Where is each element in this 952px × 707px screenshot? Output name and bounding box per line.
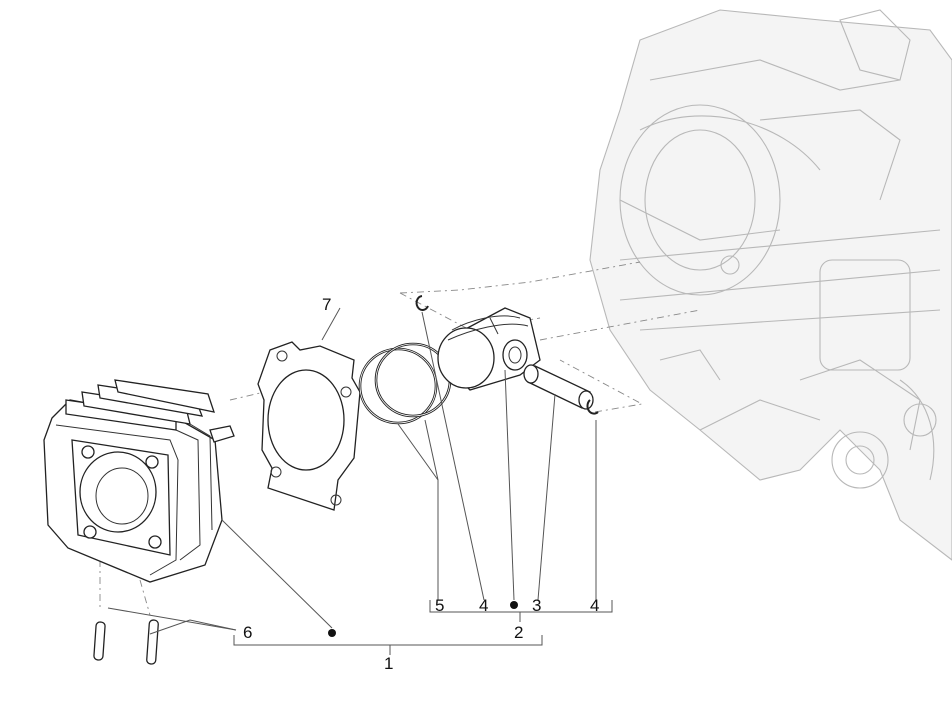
- engine-crankcase-background: [589, 9, 952, 561]
- piston-part: [437, 307, 541, 391]
- cylinder-part: [43, 379, 235, 583]
- leader-lines: [107, 307, 597, 635]
- callout-1: 1: [384, 654, 394, 673]
- callout-7: 7: [322, 295, 332, 314]
- callout-2: 2: [514, 623, 524, 642]
- callout-4-left: 4: [479, 596, 489, 615]
- circlip-left-part: [415, 295, 429, 311]
- callout-6: 6: [243, 623, 253, 642]
- circlip-right-part: [586, 399, 599, 415]
- callout-5: 5: [435, 596, 445, 615]
- callout-4-right: 4: [590, 596, 600, 615]
- piston-pin-part: [523, 364, 594, 410]
- base-gasket-part: [257, 341, 361, 511]
- callout-3: 3: [532, 596, 542, 615]
- group-brackets: [233, 600, 613, 655]
- piston-rings-part: [358, 342, 452, 425]
- dot-markers: [328, 601, 518, 637]
- dowel-pins-part: [93, 619, 159, 665]
